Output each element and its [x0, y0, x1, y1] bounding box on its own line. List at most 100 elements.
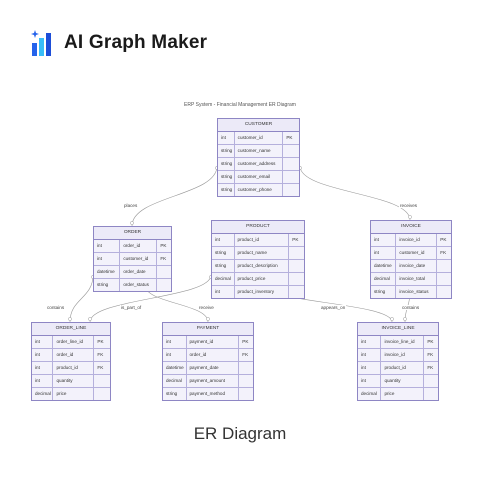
attribute-name: payment_amount: [187, 375, 240, 387]
attribute-name: quantity: [381, 375, 425, 387]
attribute-type: decimal: [371, 273, 397, 285]
attribute-name: price: [381, 388, 425, 400]
relationship-marker: [403, 317, 407, 321]
relationship-label-is_part_of: is_part_of: [120, 305, 143, 310]
attribute-type: int: [32, 375, 54, 387]
attribute-name: invoice_status: [396, 286, 438, 298]
attribute-name: invoice_id: [396, 234, 438, 246]
attribute-type: datetime: [163, 362, 187, 374]
attribute-type: int: [32, 336, 54, 348]
attribute-type: datetime: [94, 266, 121, 278]
attribute-key: FK: [97, 365, 104, 370]
attribute-key: [437, 286, 451, 298]
entity-title: PAYMENT: [163, 323, 253, 336]
attribute-key: [283, 145, 299, 157]
attribute-name: customer_address: [235, 158, 284, 170]
attribute-name: payment_id: [187, 336, 240, 348]
attribute-type: string: [212, 247, 235, 259]
attribute-type: string: [218, 171, 235, 183]
attribute-key: FK: [440, 250, 447, 255]
relationship-label-contains: contains: [46, 305, 66, 310]
relationship-label-receives: receives: [399, 203, 419, 208]
relationship-marker: [68, 317, 72, 321]
relationship-line-customer-order: [131, 165, 218, 227]
attribute-key: [283, 158, 299, 170]
attribute-name: order_line_id: [53, 336, 95, 348]
entity-title: PRODUCT: [212, 221, 304, 234]
relationship-marker: [130, 221, 134, 225]
attribute-key: [239, 362, 253, 374]
relationship-line-customer-invoice: [299, 165, 411, 221]
bar-chart-sparkle-icon: [31, 30, 51, 56]
attribute-type: int: [94, 253, 121, 265]
attribute-type: int: [32, 349, 54, 361]
attribute-name: order_date: [120, 266, 158, 278]
entity-title: INVOICE: [371, 221, 451, 234]
attribute-name: product_name: [235, 247, 290, 259]
attribute-key: [437, 260, 451, 272]
attribute-key: PK: [440, 237, 447, 242]
attribute-type: string: [163, 388, 187, 400]
attribute-key: PK: [160, 243, 167, 248]
attribute-key: [424, 388, 438, 400]
attribute-name: payment_method: [187, 388, 240, 400]
attribute-type: string: [371, 286, 397, 298]
attribute-key: FK: [427, 365, 434, 370]
attribute-key: FK: [242, 352, 249, 357]
attribute-key: [157, 279, 171, 291]
attribute-type: int: [163, 336, 187, 348]
attribute-name: product_id: [381, 362, 425, 374]
attribute-key: PK: [286, 135, 293, 140]
brand-name: AI Graph Maker: [64, 32, 208, 53]
attribute-key: [94, 375, 110, 387]
entity-title: INVOICE_LINE: [358, 323, 438, 336]
attribute-key: [157, 266, 171, 278]
attribute-type: int: [212, 234, 235, 246]
attribute-type: int: [32, 362, 54, 374]
attribute-key: [289, 286, 304, 298]
attribute-name: customer_id: [235, 132, 284, 144]
attribute-type: int: [218, 132, 235, 144]
relationship-line-product-order_line: [89, 274, 212, 323]
attribute-key: [239, 388, 253, 400]
attribute-key: [239, 375, 253, 387]
attribute-key: [283, 184, 299, 196]
relationship-marker: [88, 317, 92, 321]
attribute-type: int: [358, 362, 382, 374]
attribute-name: product_description: [235, 260, 290, 272]
attribute-type: string: [218, 184, 235, 196]
attribute-name: customer_id: [120, 253, 158, 265]
attribute-key: [289, 260, 304, 272]
attribute-type: string: [94, 279, 121, 291]
attribute-type: decimal: [163, 375, 187, 387]
attribute-name: order_id: [187, 349, 240, 361]
attribute-name: product_id: [53, 362, 95, 374]
attribute-name: order_status: [120, 279, 158, 291]
relationship-label-contains: contains: [401, 305, 421, 310]
brand-header: AI Graph Maker: [30, 28, 207, 58]
